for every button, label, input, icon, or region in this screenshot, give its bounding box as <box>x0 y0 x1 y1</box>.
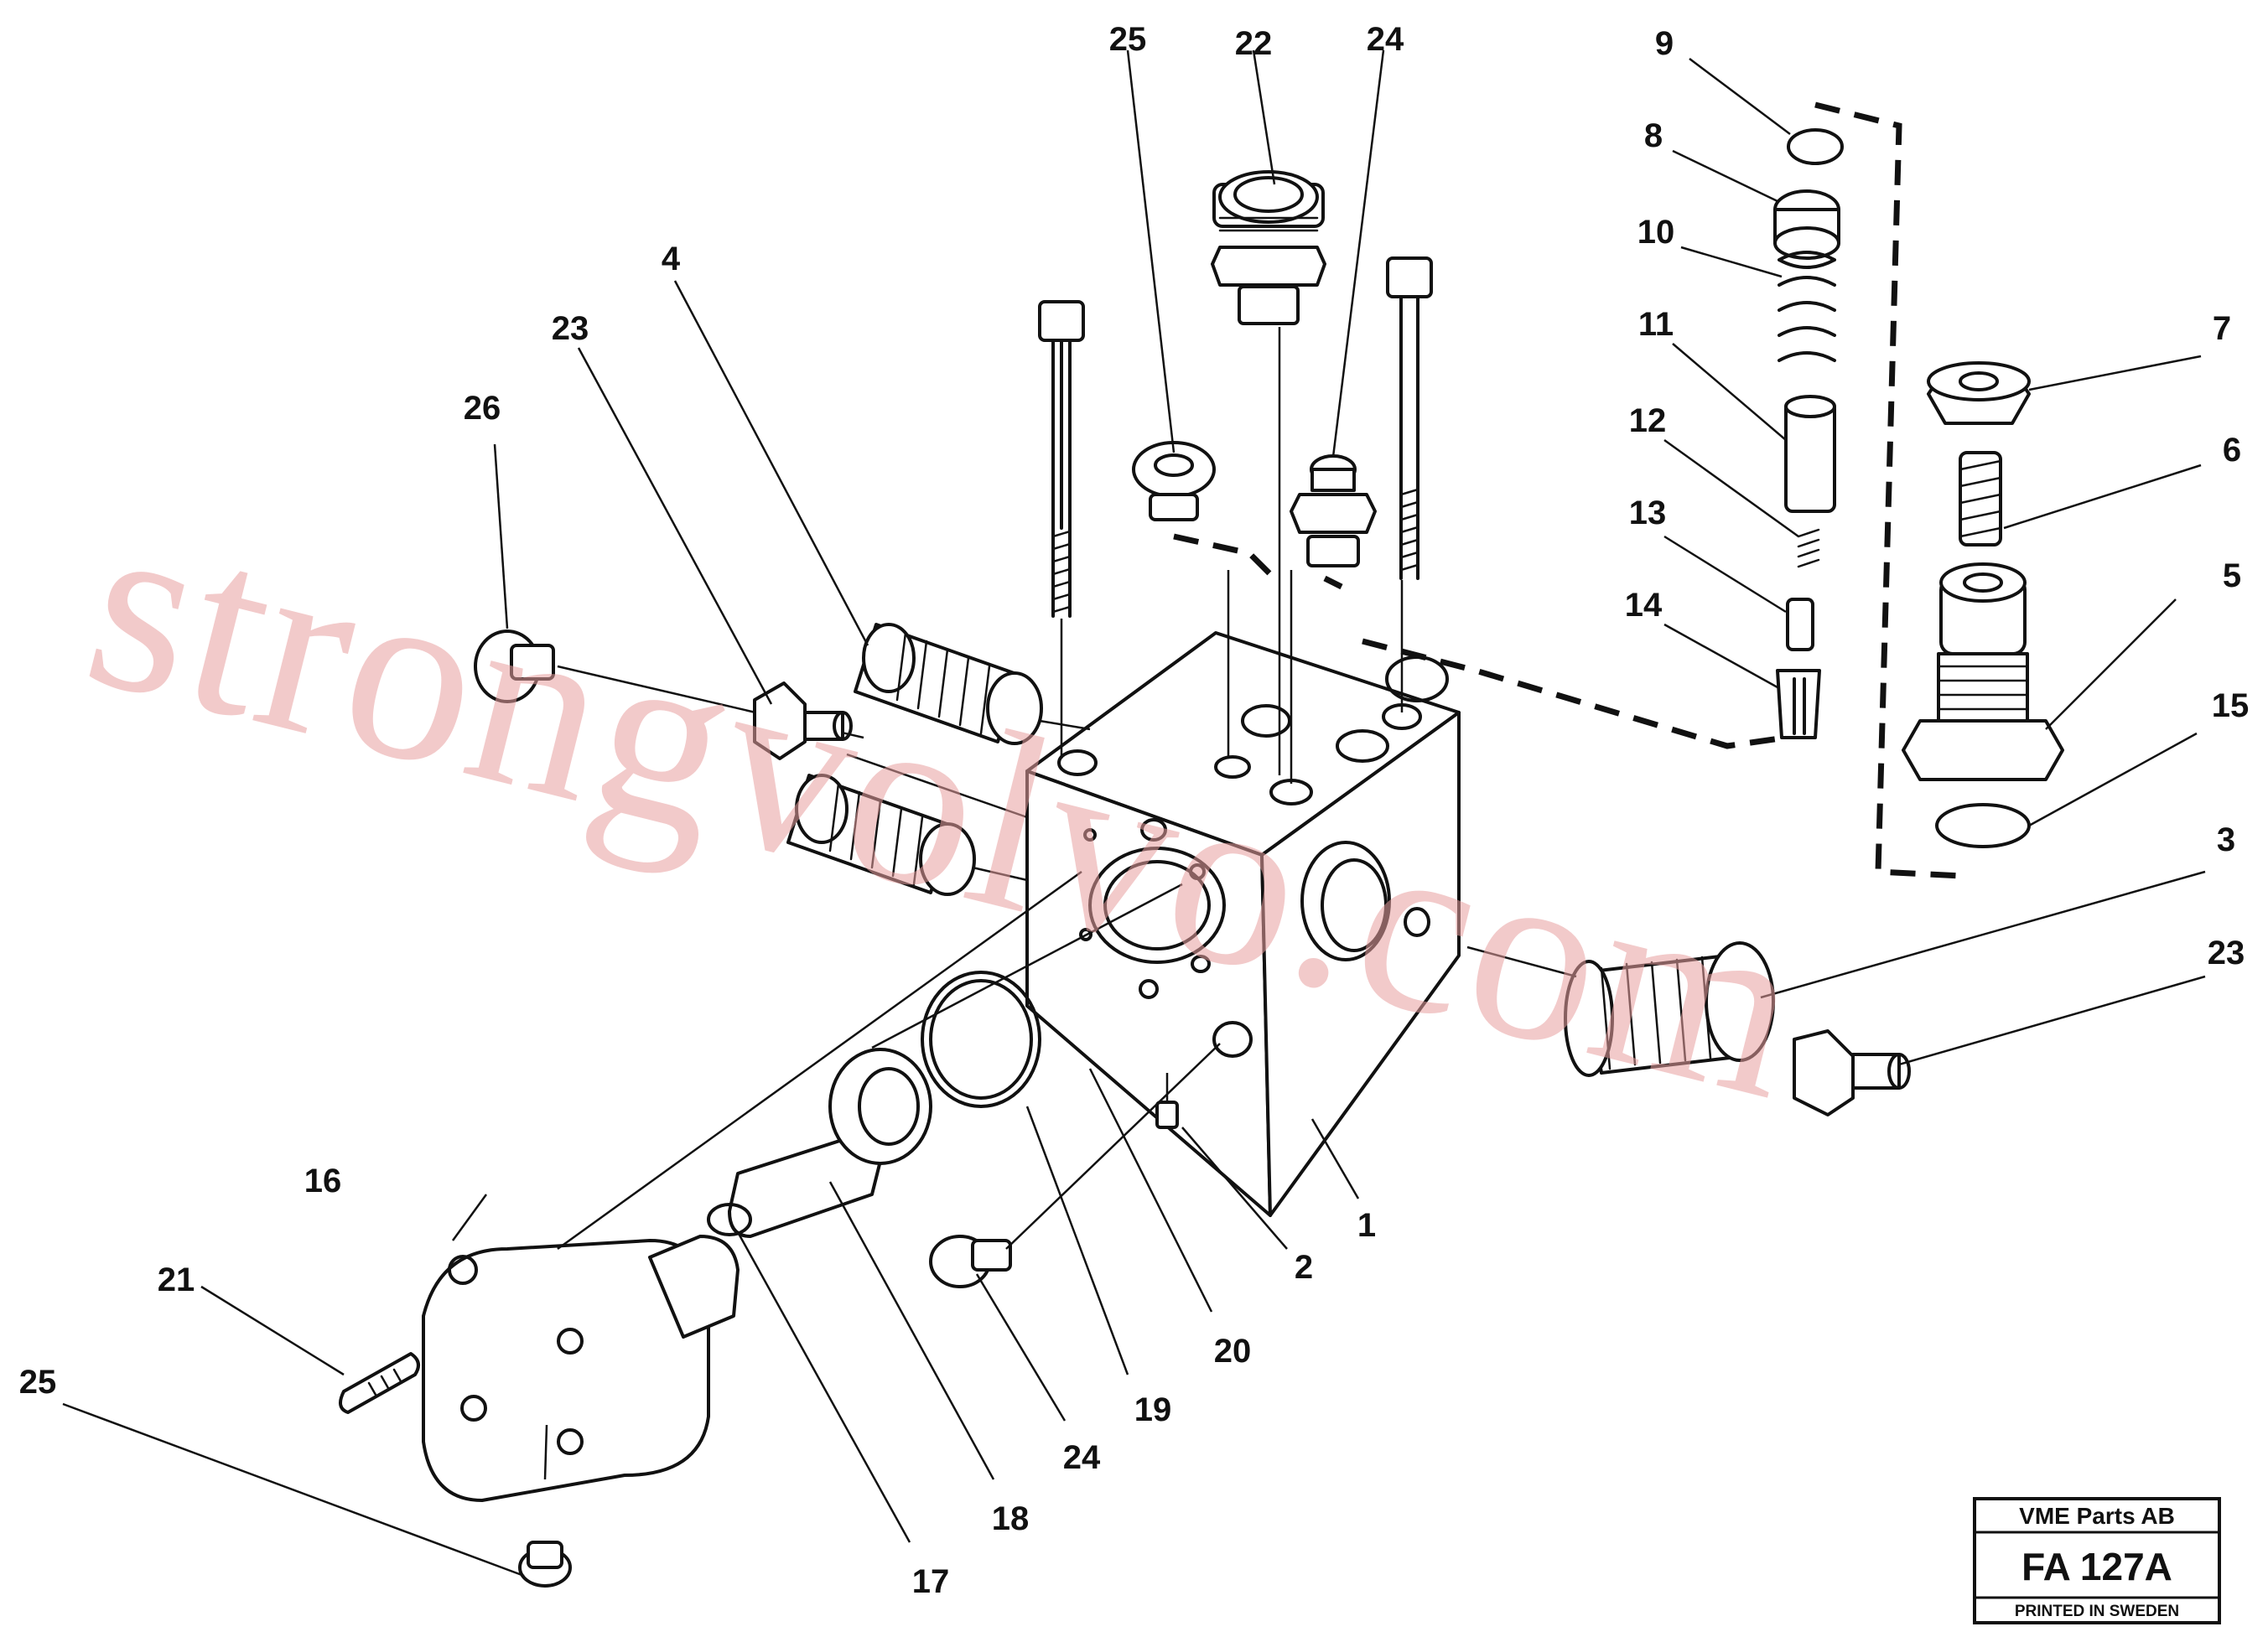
callout-label: 16 <box>304 1163 342 1199</box>
callout-label: 23 <box>2208 935 2245 971</box>
callout-label: 20 <box>1214 1333 1252 1370</box>
title-block-footer: PRINTED IN SWEDEN <box>2015 1603 2179 1620</box>
title-block-company: VME Parts AB <box>2019 1503 2175 1529</box>
callout-label: 4 <box>662 241 681 277</box>
callout-label: 1 <box>1357 1207 1376 1244</box>
callout-label: 21 <box>158 1261 195 1298</box>
callout-label: 11 <box>1638 306 1674 343</box>
fitting-23-right <box>1793 1029 1911 1116</box>
callout-leaders <box>62 49 2206 1577</box>
oring-19 <box>921 971 1041 1108</box>
fitting-22 <box>1211 170 1326 775</box>
bushing-3 <box>1466 941 1775 1077</box>
oring-17 <box>707 1203 752 1236</box>
callout-label: 22 <box>1235 25 1273 62</box>
bushing-4 <box>854 623 1091 745</box>
cover-16 <box>422 870 1082 1502</box>
callout-label: 24 <box>1367 21 1404 58</box>
bushing-lower-left <box>786 753 1028 896</box>
valve-block <box>1025 631 1461 1217</box>
fitting-23-left <box>753 681 853 760</box>
plug-25-top <box>1132 441 1230 759</box>
callout-label: 19 <box>1134 1391 1172 1428</box>
callout-label: 18 <box>992 1500 1030 1537</box>
fitting-24-top <box>1290 454 1377 784</box>
callout-label: 3 <box>2217 821 2235 858</box>
screw-21 <box>339 1352 420 1414</box>
plug-26 <box>474 629 864 739</box>
long-bolt-right <box>1386 256 1433 712</box>
valve-right-assembly <box>1902 361 2064 848</box>
long-bolt-left <box>1038 300 1085 759</box>
callout-label: 23 <box>552 310 589 347</box>
plug-25-bottom <box>518 1541 572 1588</box>
callout-label: 13 <box>1629 495 1667 531</box>
watermark-text: strongvolvo.com <box>65 459 1829 1153</box>
callout-label: 9 <box>1655 25 1674 62</box>
callout-label: 25 <box>1109 21 1147 58</box>
pin-2 <box>1155 1073 1179 1129</box>
callout-label: 2 <box>1295 1249 1313 1286</box>
callout-label: 8 <box>1644 117 1663 154</box>
callout-label: 14 <box>1625 587 1663 624</box>
callout-label: 24 <box>1063 1439 1101 1476</box>
title-block: VME Parts AB FA 127A PRINTED IN SWEDEN <box>1973 1497 2221 1624</box>
plug-24-bottom <box>929 1043 1221 1288</box>
title-block-code: FA 127A <box>2021 1545 2172 1588</box>
callout-label: 7 <box>2213 310 2231 347</box>
callout-label: 17 <box>912 1563 950 1600</box>
piston-18 <box>728 883 1183 1238</box>
callout-label: 25 <box>19 1364 57 1401</box>
callout-label: 26 <box>464 390 501 427</box>
callout-label: 12 <box>1629 402 1667 439</box>
callout-label: 10 <box>1637 214 1675 251</box>
callout-label: 15 <box>2212 687 2250 724</box>
callout-labels: 25 22 24 9 8 10 4 23 11 7 26 12 6 13 14 … <box>19 21 2250 1600</box>
callout-label: 6 <box>2223 432 2241 469</box>
callout-label: 5 <box>2223 557 2241 594</box>
valve-stack <box>1773 128 1844 739</box>
